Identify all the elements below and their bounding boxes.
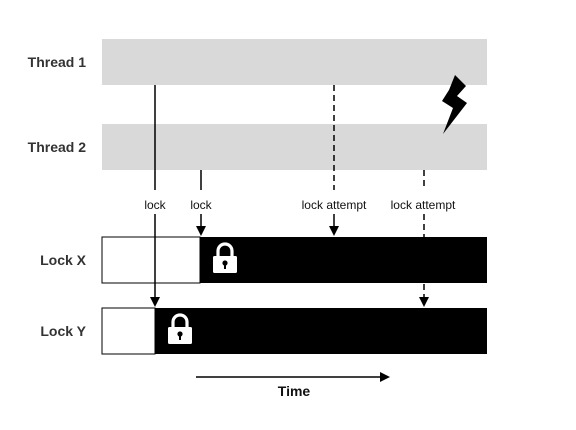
lock-x-label: Lock X [40, 252, 87, 268]
lightning-bolt-icon [442, 75, 467, 134]
event-label: lock attempt [302, 198, 367, 212]
thread-2-band [102, 124, 487, 170]
lock-x-held-segment [200, 237, 487, 283]
lock-x-free-segment [101, 236, 201, 284]
thread-1-band [102, 39, 487, 85]
lock-y-label: Lock Y [40, 323, 86, 339]
event-label: lock attempt [391, 198, 456, 212]
event-label: lock [190, 198, 212, 212]
lock-y-free-segment [101, 307, 156, 355]
time-axis-label: Time [278, 383, 311, 399]
thread-2-label: Thread 2 [28, 139, 87, 155]
lock-y-held-segment [155, 308, 487, 354]
thread-1-label: Thread 1 [28, 54, 87, 70]
event-label: lock [144, 198, 166, 212]
